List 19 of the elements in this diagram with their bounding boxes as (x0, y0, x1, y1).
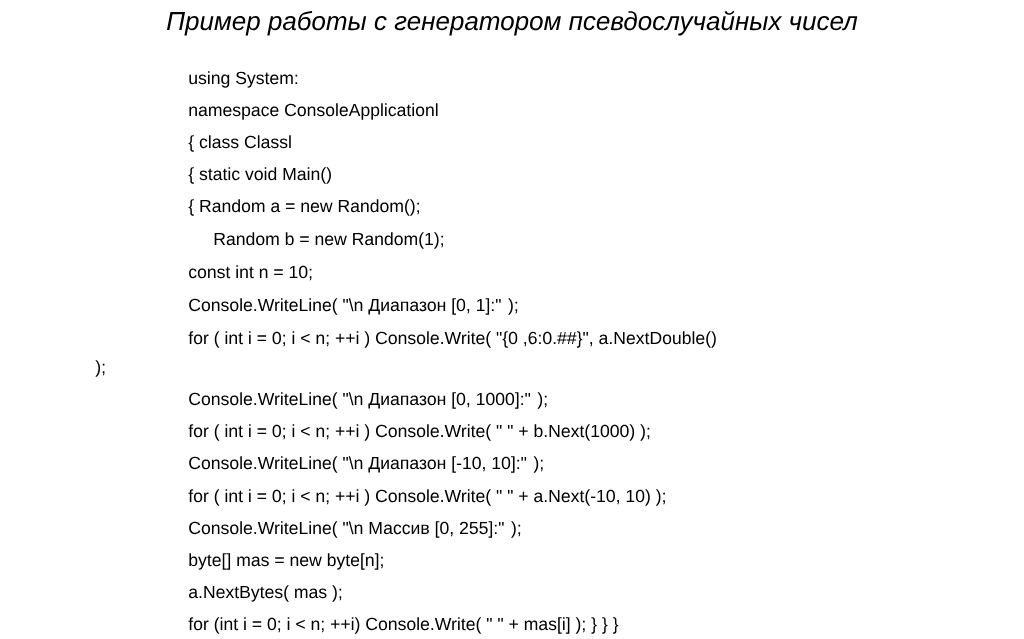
code-line: Console.WriteLine( "\n Диапазон [0, 1000]:" ); (189, 392, 547, 409)
code-line: Random b = new Random(1); (214, 232, 443, 249)
code-line: using System: (189, 71, 298, 88)
code-line: const int n = 10; (189, 265, 312, 281)
code-line: Console.WriteLine( "\n Диапазон [0, 1]:" ); (189, 298, 518, 315)
code-line: namespace ConsoleApplicationl (189, 103, 438, 120)
code-line: byte[] mas = new byte[n]; (189, 553, 383, 570)
code-line: { class Classl (188, 135, 291, 152)
code-line: for ( int i = 0; i < n; ++i ) Console.Write( "{0 ,6:0.##}", a.NextDouble() (188, 331, 716, 348)
code-line: Console.WriteLine( "\n Диапазон [-10, 10]:" ); (189, 456, 543, 473)
slide-title: Пример работы с генератором псевдослучайных чисел (167, 10, 858, 36)
code-line: for (int i = 0; i < n; ++i) Console.Write( " " + mas[i] ); } } } (188, 617, 619, 634)
code-line: a.NextBytes( mas ); (189, 585, 342, 602)
code-line: for ( int i = 0; i < n; ++i ) Console.Write( " " + b.Next(1000) ); (188, 424, 650, 441)
code-line: { Random a = new Random(); (188, 199, 419, 216)
code-line: ); (95, 360, 105, 377)
code-line: for ( int i = 0; i < n; ++i ) Console.Write( " " + a.Next(-10, 10) ); (188, 489, 665, 506)
code-line: { static void Main() (188, 167, 331, 184)
code-line: Console.WriteLine( "\n Массив [0, 255]:" ); (189, 521, 521, 538)
